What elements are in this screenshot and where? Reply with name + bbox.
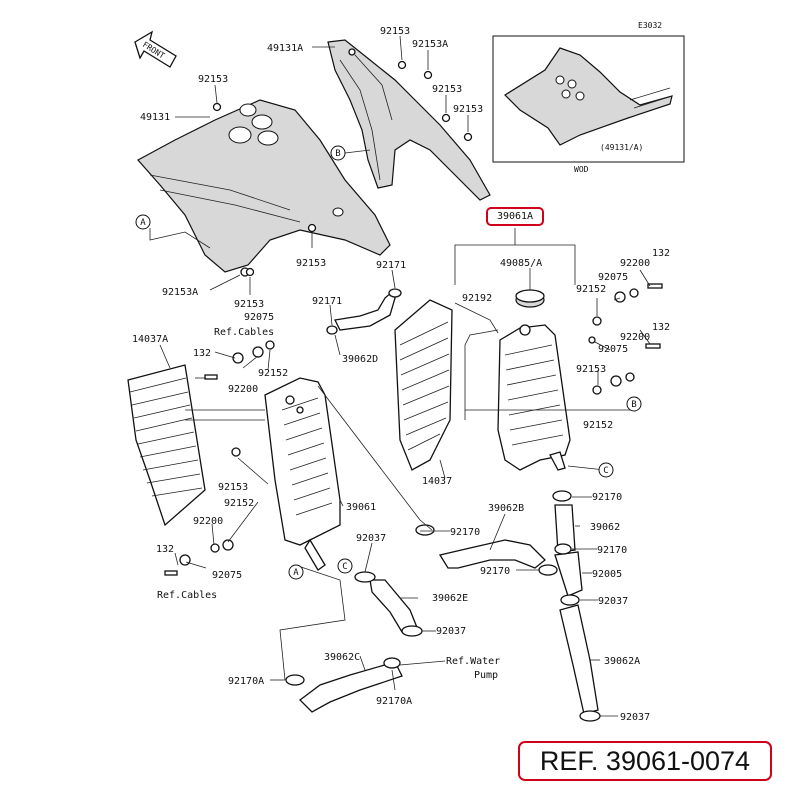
part-labels: 49131A 92153 92153A 92153 92153 49131 92…	[132, 26, 670, 723]
label-92153A-a: 92153A	[412, 39, 448, 50]
reference-number-box: REF. 39061-0074	[518, 741, 772, 781]
label-49085A: 49085/A	[500, 258, 542, 269]
label-92152-a: 92152	[258, 368, 288, 379]
label-92153-h: 92153	[218, 482, 248, 493]
label-92170-a: 92170	[450, 527, 480, 538]
callout-a-shroud: A	[140, 218, 146, 228]
highlighted-part-number: 39061A	[486, 207, 544, 226]
label-49131: 49131	[140, 112, 170, 123]
callout-c-hose: C	[342, 562, 347, 572]
radiator-grille-center	[394, 299, 453, 471]
callout-markers: A B A B C C	[135, 145, 642, 580]
inset-part-ref: (49131/A)	[600, 143, 643, 152]
label-92200-d: 92200	[193, 516, 223, 527]
label-92170-b: 92170	[592, 492, 622, 503]
label-92200-c: 92200	[620, 332, 650, 343]
inset-variant: WOD	[574, 165, 589, 174]
label-92075-d: 92075	[212, 570, 242, 581]
label-92170-d: 92170	[480, 566, 510, 577]
radiator-cap-icon	[515, 289, 545, 308]
callout-b-shroud: B	[335, 149, 340, 159]
label-92153-g: 92153	[576, 364, 606, 375]
label-92171-a: 92171	[376, 260, 406, 271]
label-132-a: 132	[193, 348, 211, 359]
diagram-code: E3032	[638, 21, 662, 30]
callout-a-radiator: A	[293, 568, 299, 578]
radiator-grille-left	[127, 364, 206, 527]
radiator-shroud-top	[327, 39, 491, 201]
label-92171-b: 92171	[312, 296, 342, 307]
callout-c-radiator: C	[603, 466, 608, 476]
label-92037-c: 92037	[436, 626, 466, 637]
label-92170A-b: 92170A	[376, 696, 412, 707]
label-39061: 39061	[346, 502, 376, 513]
front-arrow-icon: FRONT	[134, 30, 177, 68]
inset-panel: (49131/A) WOD	[492, 35, 685, 174]
hardware-bolts-washers	[164, 60, 663, 576]
callout-b-radiator: B	[631, 400, 636, 410]
label-132-c: 132	[652, 322, 670, 333]
label-92075-b: 92075	[598, 272, 628, 283]
label-92037-a: 92037	[356, 533, 386, 544]
label-39062C: 39062C	[324, 652, 360, 663]
label-132-b: 132	[652, 248, 670, 259]
label-92200-b: 92200	[620, 258, 650, 269]
leader-lines	[149, 35, 651, 717]
label-pump: Pump	[474, 670, 498, 681]
label-ref-cables-a: Ref.Cables	[214, 327, 274, 338]
label-14037: 14037	[422, 476, 452, 487]
label-92153-e: 92153	[296, 258, 326, 269]
label-92170-c: 92170	[597, 545, 627, 556]
radiator-left	[264, 377, 341, 571]
label-92170A-a: 92170A	[228, 676, 264, 687]
label-ref-water: Ref.Water	[446, 656, 500, 667]
label-92075-a: 92075	[244, 312, 274, 323]
label-39062B: 39062B	[488, 503, 524, 514]
label-92075-c: 92075	[598, 344, 628, 355]
label-92153-f: 92153	[234, 299, 264, 310]
label-92153-d: 92153	[198, 74, 228, 85]
label-92037-d: 92037	[620, 712, 650, 723]
label-39062D: 39062D	[342, 354, 378, 365]
label-92005: 92005	[592, 569, 622, 580]
label-92192: 92192	[462, 293, 492, 304]
radiator-shroud-left	[137, 99, 391, 277]
label-92153A-b: 92153A	[162, 287, 198, 298]
radiator-right	[497, 324, 571, 471]
label-ref-cables-b: Ref.Cables	[157, 590, 217, 601]
label-92153-c: 92153	[453, 104, 483, 115]
label-39062: 39062	[590, 522, 620, 533]
label-92152-b: 92152	[576, 284, 606, 295]
breather-hose	[464, 329, 499, 420]
label-39062A: 39062A	[604, 656, 640, 667]
label-92152-d: 92152	[224, 498, 254, 509]
label-92152-c: 92152	[583, 420, 613, 431]
label-92037-b: 92037	[598, 596, 628, 607]
label-92153-a: 92153	[380, 26, 410, 37]
label-49131A: 49131A	[267, 43, 303, 54]
label-92153-b: 92153	[432, 84, 462, 95]
label-92200-a: 92200	[228, 384, 258, 395]
label-14037A: 14037A	[132, 334, 168, 345]
coolant-hoses	[299, 290, 599, 715]
label-39062E: 39062E	[432, 593, 468, 604]
label-132-d: 132	[156, 544, 174, 555]
